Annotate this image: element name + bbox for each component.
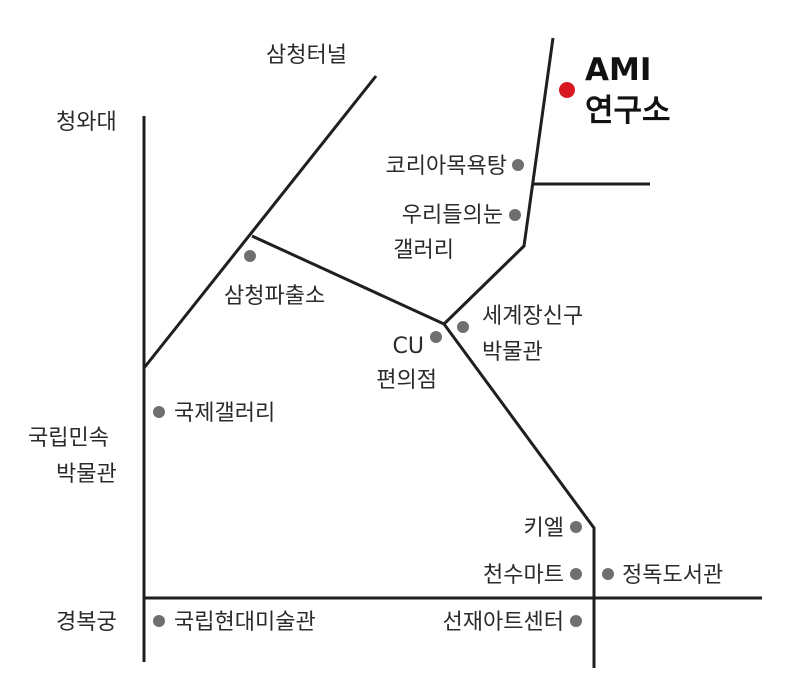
label-kukje-gallery: 국제갤러리: [174, 401, 275, 426]
road-police-branch: [251, 234, 445, 326]
label-cu-line1: CU: [393, 334, 424, 359]
markers: [153, 82, 614, 627]
label-jeongdok-library: 정독도서관: [622, 563, 723, 588]
sunjae-center-marker[interactable]: [570, 615, 582, 627]
mmca-marker[interactable]: [153, 615, 165, 627]
cheonsu-mart-marker[interactable]: [570, 568, 582, 580]
road-network: [142, 37, 762, 668]
landmark-folk-museum-line2: 박물관: [56, 462, 117, 487]
label-our-eyes-line1: 우리들의눈: [402, 203, 503, 228]
labels: AMI 연구소 삼청터널 청와대 코리아목욕탕 우리들의눈 갤러리 삼청파출소 …: [28, 43, 723, 635]
label-cheonsu-mart: 천수마트: [483, 563, 564, 588]
kukje-gallery-marker[interactable]: [153, 406, 165, 418]
label-our-eyes-line2: 갤러리: [393, 238, 454, 263]
korea-bath-marker[interactable]: [512, 159, 524, 171]
police-box-marker[interactable]: [244, 250, 256, 262]
destination-marker[interactable]: [559, 82, 575, 98]
landmark-samcheong-tunnel: 삼청터널: [266, 43, 347, 68]
road-samcheong-tunnel: [142, 75, 378, 369]
world-museum-marker[interactable]: [457, 321, 469, 333]
our-eyes-gallery-marker[interactable]: [509, 209, 521, 221]
label-korea-bath: 코리아목욕탕: [386, 154, 507, 179]
road-main-south: [442, 323, 596, 668]
label-world-museum-line1: 세계장신구: [482, 304, 583, 329]
label-sunjae-center: 선재아트센터: [443, 610, 564, 635]
label-mmca: 국립현대미술관: [174, 610, 316, 635]
label-world-museum-line2: 박물관: [482, 340, 543, 365]
destination-name-line2: 연구소: [585, 93, 671, 129]
landmark-cheongwadae: 청와대: [56, 110, 117, 135]
destination-name-line1: AMI: [585, 52, 651, 88]
label-kiehl: 키엘: [524, 516, 564, 541]
landmark-gyeongbokgung: 경복궁: [56, 610, 117, 635]
road-main-north: [442, 37, 555, 326]
label-police-box: 삼청파출소: [224, 284, 325, 309]
jeongdok-library-marker[interactable]: [602, 568, 614, 580]
kiehl-marker[interactable]: [570, 521, 582, 533]
label-cu-line2: 편의점: [376, 368, 437, 393]
cu-store-marker[interactable]: [430, 331, 442, 343]
landmark-folk-museum-line1: 국립민속: [28, 426, 109, 451]
